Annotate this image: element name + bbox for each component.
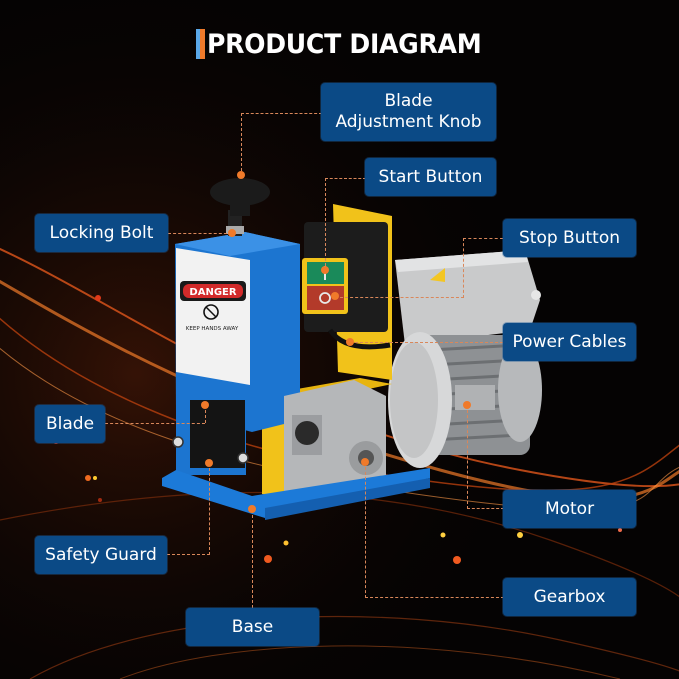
gearbox-illustration <box>284 380 386 505</box>
adjustment-knob <box>210 178 270 236</box>
leader-start-button <box>325 178 366 271</box>
leader-locking-bolt <box>168 233 232 234</box>
label-blade-adjustment-knob: Blade Adjustment Knob <box>321 83 496 141</box>
leader-stop-top <box>463 238 503 239</box>
leader-blade-knob <box>241 113 322 176</box>
label-locking-bolt: Locking Bolt <box>35 214 168 252</box>
leader-gearbox <box>365 462 504 598</box>
label-safety-guard: Safety Guard <box>35 536 167 574</box>
marker-safety-guard <box>205 459 213 467</box>
label-blade: Blade <box>35 405 105 443</box>
marker-base <box>248 505 256 513</box>
label-motor: Motor <box>503 490 636 528</box>
marker-motor <box>463 401 471 409</box>
marker-locking-bolt <box>228 229 236 237</box>
marker-stop-button <box>331 292 339 300</box>
stripper-housing: DANGER KEEP HANDS AWAY <box>172 232 300 475</box>
leader-motor <box>467 405 504 509</box>
danger-sign-subtext: KEEP HANDS AWAY <box>186 326 239 332</box>
marker-power-cables <box>346 338 354 346</box>
base-plate <box>162 468 430 520</box>
leader-blade <box>105 423 205 425</box>
label-stop-button: Stop Button <box>503 219 636 257</box>
title-text: PRODUCT DIAGRAM <box>207 28 482 60</box>
danger-sign-text: DANGER <box>189 287 236 298</box>
leader-base <box>252 510 253 608</box>
leader-power-cables <box>350 342 503 343</box>
leader-safety-guard <box>167 463 210 555</box>
title-accent-bar <box>196 29 205 59</box>
label-start-button: Start Button <box>365 158 496 196</box>
leader-stop-button <box>335 238 464 298</box>
label-base: Base <box>186 608 319 646</box>
marker-blade-knob <box>237 171 245 179</box>
leader-blade-up <box>205 405 206 423</box>
label-power-cables: Power Cables <box>503 323 636 361</box>
motor-illustration <box>388 250 542 468</box>
marker-gearbox <box>361 458 369 466</box>
marker-blade <box>201 401 209 409</box>
label-gearbox: Gearbox <box>503 578 636 616</box>
marker-start-button <box>321 266 329 274</box>
page-title: PRODUCT DIAGRAM <box>196 26 502 62</box>
